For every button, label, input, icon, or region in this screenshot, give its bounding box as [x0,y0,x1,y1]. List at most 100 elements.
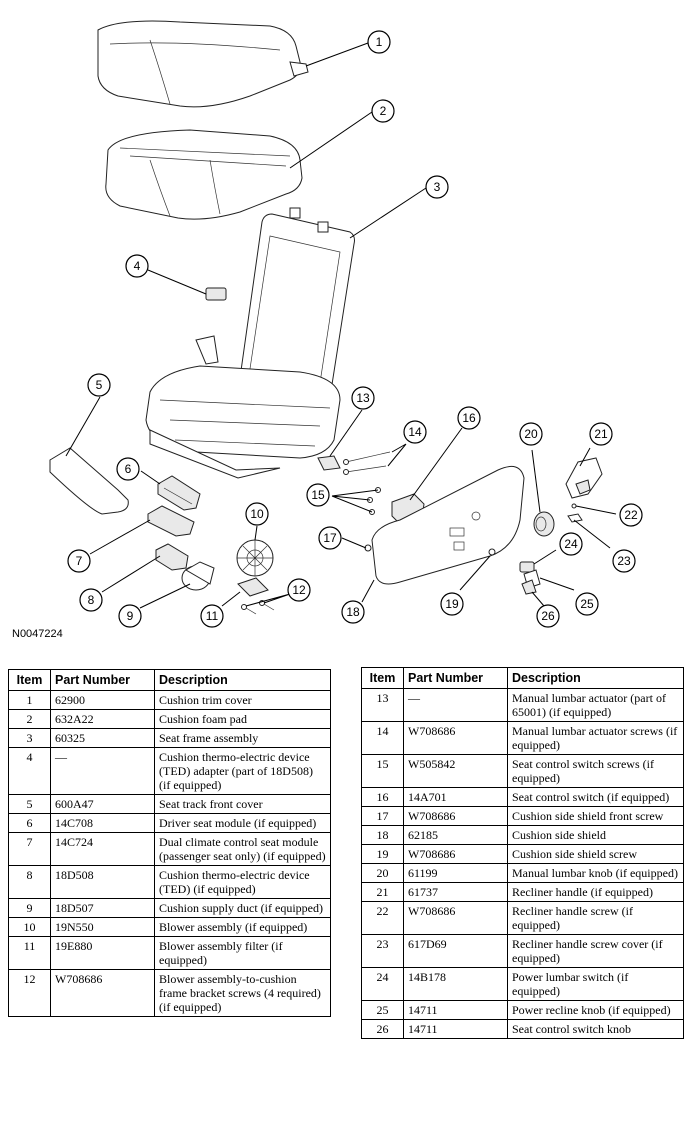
cell-description: Blower assembly (if equipped) [154,917,331,937]
cell-part-number: W505842 [403,754,508,788]
cell-description: Cushion side shield [507,825,684,845]
table-row: 13—Manual lumbar actuator (part of 65001… [361,688,684,722]
cell-description: Driver seat module (if equipped) [154,813,331,833]
part-recliner-handle-screw [571,503,577,509]
svg-text:13: 13 [356,391,370,405]
cell-description: Seat control switch (if equipped) [507,787,684,807]
cell-part-number: W708686 [403,844,508,864]
cell-part-number: 14C708 [50,813,155,833]
table-header-row: Item Part Number Description [361,667,684,689]
svg-text:8: 8 [88,593,95,607]
svg-text:21: 21 [594,427,608,441]
table-row: 4—Cushion thermo-electric device (TED) a… [8,747,331,795]
cell-item: 5 [8,794,51,814]
svg-text:10: 10 [250,507,264,521]
svg-text:22: 22 [624,508,638,522]
cell-description: Dual climate control seat module (passen… [154,832,331,866]
callout-7: 7 [67,549,91,573]
cell-item: 13 [361,688,404,722]
cell-description: Seat frame assembly [154,728,331,748]
cell-item: 12 [8,969,51,1017]
cell-description: Cushion thermo-electric device (TED) ada… [154,747,331,795]
figure-id: N0047224 [12,628,63,640]
cell-item: 3 [8,728,51,748]
callout-24: 24 [559,532,583,556]
part-blower-screws [241,600,275,615]
callout-6: 6 [116,457,140,481]
header-part-number: Part Number [403,667,508,689]
cell-description: Power recline knob (if equipped) [507,1000,684,1020]
cell-item: 1 [8,690,51,710]
cell-item: 4 [8,747,51,795]
callout-5: 5 [87,373,111,397]
part-seat-frame-assembly [145,207,355,479]
cell-description: Seat track front cover [154,794,331,814]
cell-part-number: 61199 [403,863,508,883]
callout-2: 2 [371,99,395,123]
table-body-right: 13—Manual lumbar actuator (part of 65001… [361,688,684,1039]
cell-item: 20 [361,863,404,883]
cell-item: 25 [361,1000,404,1020]
cell-description: Blower assembly filter (if equipped) [154,936,331,970]
cell-description: Manual lumbar actuator screws (if equipp… [507,721,684,755]
header-description: Description [507,667,684,689]
part-power-lumbar-switch [519,561,535,573]
header-description: Description [154,669,331,691]
svg-text:7: 7 [76,554,83,568]
cell-item: 24 [361,967,404,1001]
part-switch-screws [367,487,381,515]
part-cushion-trim-cover [97,20,309,108]
cell-description: Power lumbar switch (if equipped) [507,967,684,1001]
svg-text:4: 4 [134,259,141,273]
svg-text:9: 9 [127,609,134,623]
part-blower-filter [237,577,269,597]
cell-part-number: 18D507 [50,898,155,918]
cell-description: Recliner handle (if equipped) [507,882,684,902]
cell-description: Cushion trim cover [154,690,331,710]
cell-part-number: — [50,747,155,795]
cell-part-number: 600A47 [50,794,155,814]
header-part-number: Part Number [50,669,155,691]
callout-14: 14 [403,420,427,444]
callout-26: 26 [536,604,560,628]
callout-18: 18 [341,600,365,624]
callout-23: 23 [612,549,636,573]
svg-text:17: 17 [323,531,337,545]
callout-20: 20 [519,422,543,446]
cell-item: 7 [8,832,51,866]
svg-text:1: 1 [376,35,383,49]
cell-description: Cushion foam pad [154,709,331,729]
leader-lines [65,42,617,609]
cell-description: Seat control switch knob [507,1019,684,1039]
part-seat-control-switch-knob [521,579,537,595]
cell-part-number: 62185 [403,825,508,845]
callout-3: 3 [425,175,449,199]
callout-8: 8 [79,588,103,612]
cell-part-number: 14C724 [50,832,155,866]
svg-text:3: 3 [434,180,441,194]
exploded-seat-diagram: 1 2 3 4 5 6 7 8 9 10 11 12 13 14 15 16 1… [49,20,643,628]
cell-description: Recliner handle screw (if equipped) [507,901,684,935]
cell-description: Blower assembly-to-cushion frame bracket… [154,969,331,1017]
callout-11: 11 [200,604,224,628]
cell-description: Cushion side shield screw [507,844,684,864]
cell-item: 16 [361,787,404,807]
cell-item: 6 [8,813,51,833]
svg-text:25: 25 [580,597,594,611]
